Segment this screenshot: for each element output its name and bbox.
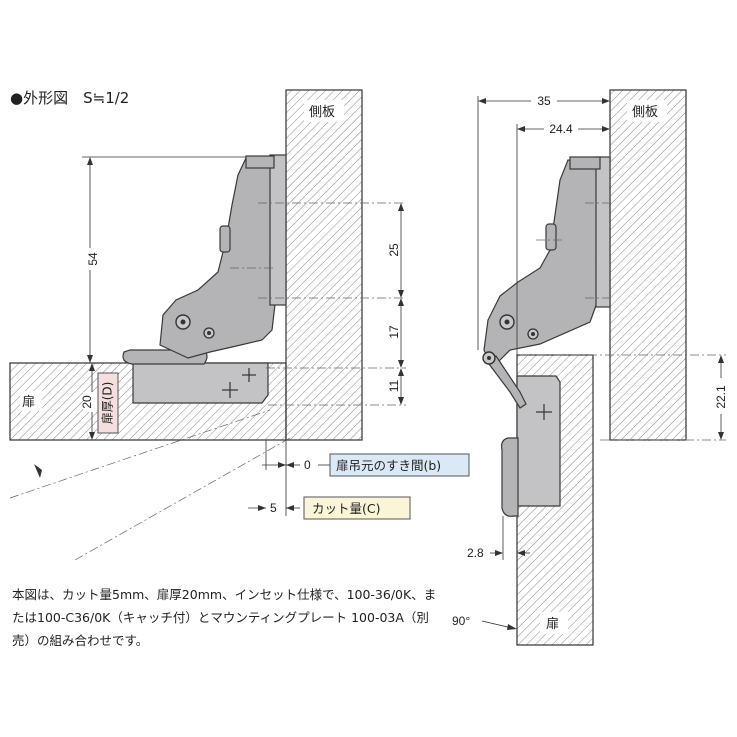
- dim-22-1: 22.1: [714, 385, 728, 409]
- hinge-cup-left: [132, 362, 269, 404]
- side-panel-left: [285, 89, 363, 441]
- right-view: 側板 扉 35: [452, 89, 730, 646]
- dim-35: 35: [537, 94, 551, 108]
- cut-amount-box: [303, 496, 411, 520]
- hinge-cup-right: [516, 375, 561, 507]
- dim-54: 54: [86, 252, 100, 266]
- door-label-right: 扉: [546, 616, 559, 632]
- diagram-title: ●外形図 S≒1/2: [10, 89, 129, 107]
- dim-24-4: 24.4: [549, 122, 573, 136]
- dim-0: 0: [304, 458, 311, 472]
- door-thickness-label: 扉厚(D): [101, 382, 115, 425]
- hinge-arm-right: [483, 159, 605, 370]
- cut-amount-label: カット量(C): [312, 501, 380, 516]
- hinge-gap-box: [329, 453, 470, 477]
- mounting-plate-right: [595, 156, 611, 308]
- side-panel-right: [609, 89, 687, 441]
- dim-5: 5: [270, 501, 277, 515]
- mounting-plate-left: [269, 154, 287, 306]
- dim-11: 11: [387, 379, 401, 392]
- dim-2-8: 2.8: [467, 546, 484, 560]
- dim-20: 20: [80, 395, 94, 409]
- side-panel-label-left: 側板: [309, 105, 335, 120]
- dim-17: 17: [387, 325, 401, 339]
- hinge-flange-right: [501, 437, 519, 517]
- dim-25: 25: [387, 243, 401, 257]
- door-thickness-box: [97, 372, 119, 434]
- door-label-left: 扉: [22, 394, 35, 410]
- left-view: 側板 扉: [9, 89, 470, 561]
- drawing-note: 本図は、カット量5mm、扉厚20mm、インセット仕様で、100-36/0K、また…: [12, 587, 437, 648]
- hinge-gap-label: 扉吊元のすき間(b): [336, 458, 441, 473]
- dim-angle-90: 90°: [452, 614, 470, 628]
- side-panel-label-right: 側板: [632, 105, 658, 120]
